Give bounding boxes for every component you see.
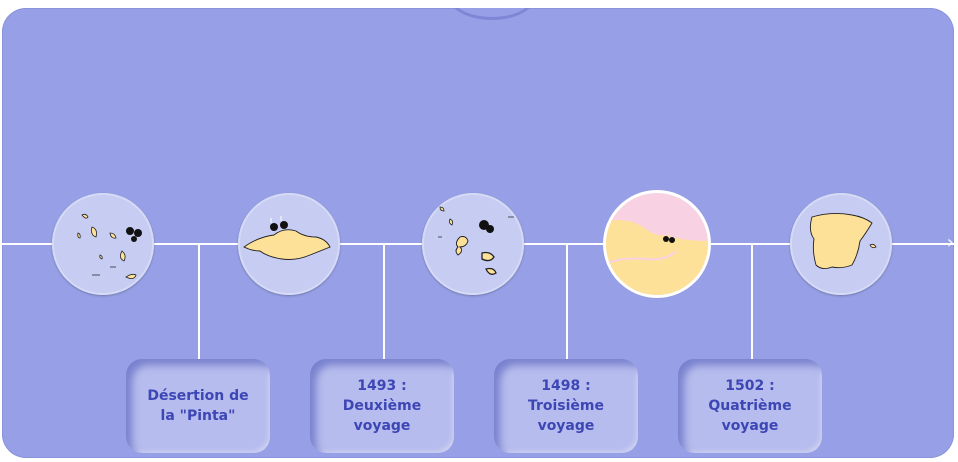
island-map-icon [243, 216, 331, 260]
connector-line [198, 243, 200, 368]
event-label: Désertion de la "Pinta" [147, 388, 249, 424]
event-card-1502[interactable]: 1502 : Quatrième voyage [678, 359, 822, 453]
event-card-1493[interactable]: 1493 : Deuxième voyage [310, 359, 454, 453]
event-card-1498[interactable]: 1498 : Troisième voyage [494, 359, 638, 453]
top-tab[interactable] [449, 8, 535, 20]
coast-map-icon [606, 220, 708, 295]
timeline-panel: › [2, 8, 954, 458]
event-label: 1502 : Quatrième voyage [708, 378, 792, 434]
event-card-pinta[interactable]: Désertion de la "Pinta" [126, 359, 270, 453]
island-map-icon [438, 206, 514, 275]
event-label: 1498 : Troisième voyage [527, 378, 605, 434]
event-label: 1493 : Deuxième voyage [342, 378, 422, 434]
map-node-hispaniola[interactable] [238, 193, 340, 295]
island-map-icon [77, 213, 142, 279]
map-node-spain[interactable] [790, 193, 892, 295]
country-map-icon [809, 212, 877, 270]
connector-line [566, 243, 568, 368]
map-node-bahamas[interactable] [52, 193, 154, 295]
connector-line [751, 243, 753, 368]
connector-line [383, 243, 385, 368]
next-arrow-icon[interactable]: › [946, 232, 954, 253]
map-node-caribbean[interactable] [422, 193, 524, 295]
map-node-coast[interactable] [606, 193, 708, 295]
